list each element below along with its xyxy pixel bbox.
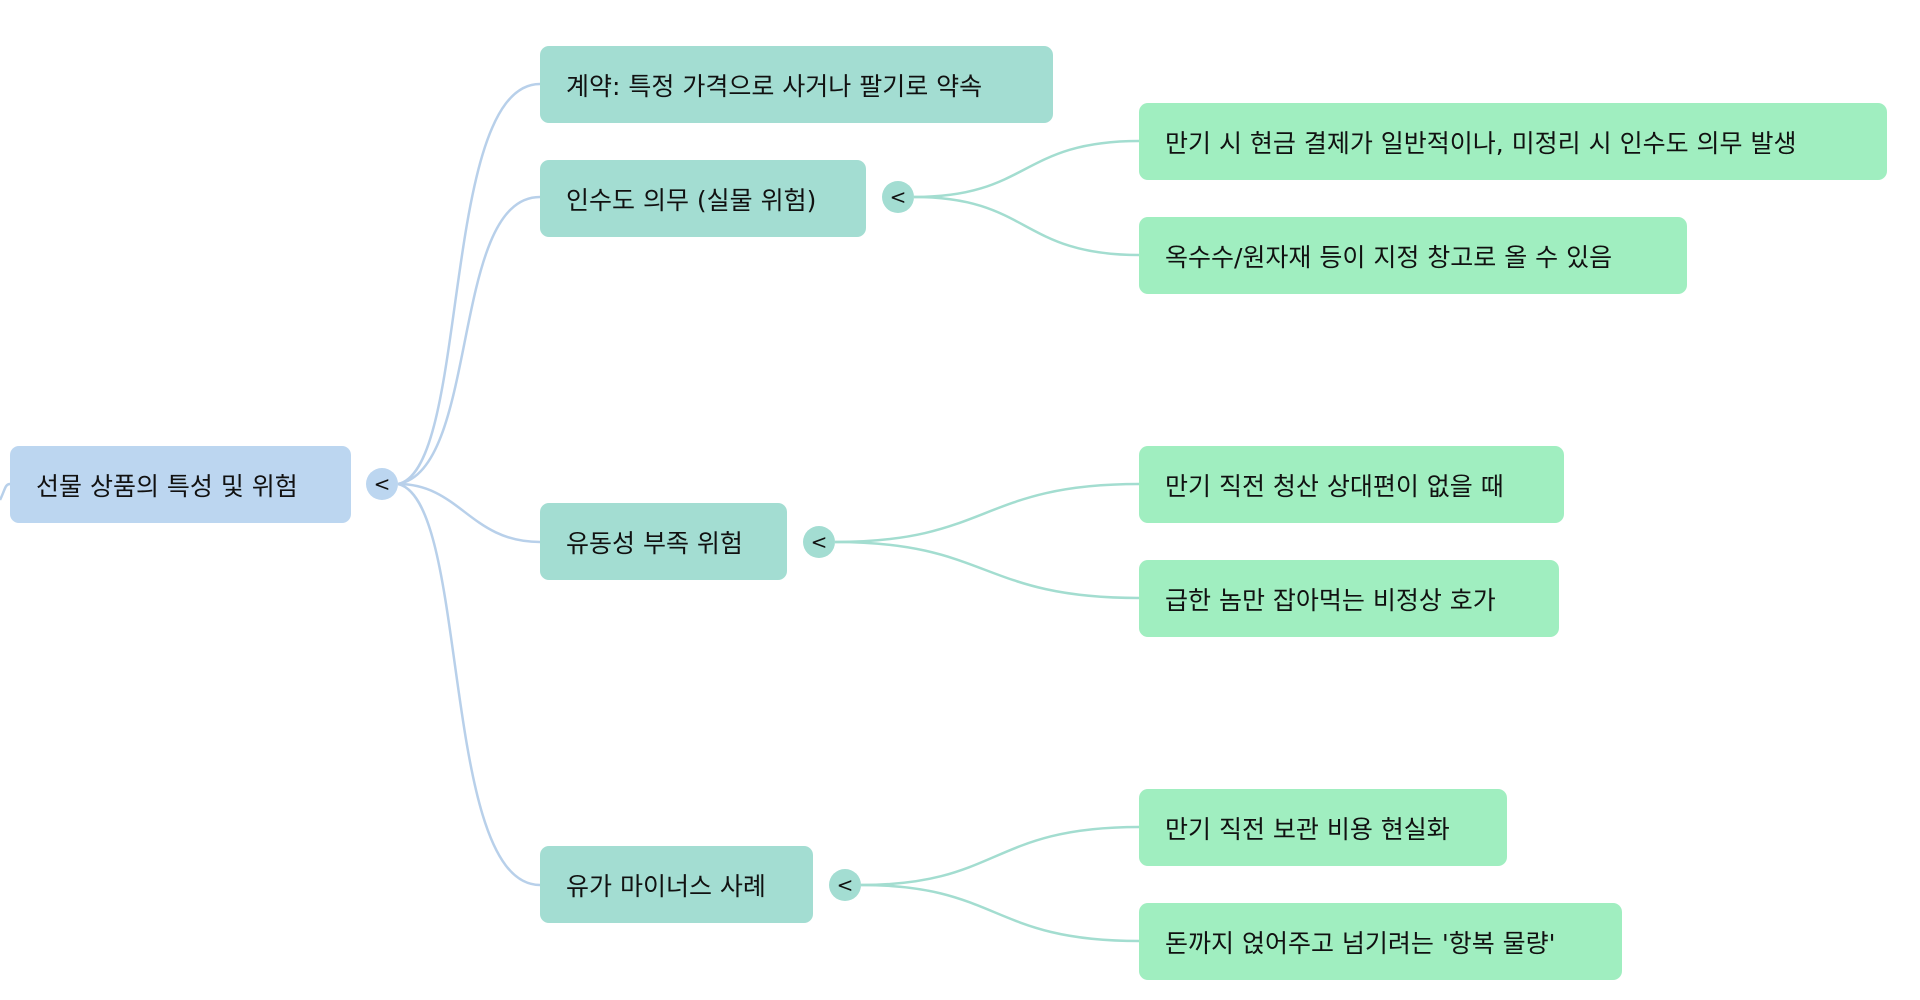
leaf-node[interactable]: 옥수수/원자재 등이 지정 창고로 올 수 있음 — [1139, 217, 1687, 294]
leaf-node[interactable]: 만기 직전 보관 비용 현실화 — [1139, 789, 1507, 866]
leaf-node[interactable]: 만기 시 현금 결제가 일반적이나, 미정리 시 인수도 의무 발생 — [1139, 103, 1887, 180]
link-b2-c2 — [913, 195, 1140, 257]
branch-node-delivery[interactable]: 인수도 의무 (실물 위험) — [540, 160, 866, 237]
root-label: 선물 상품의 특성 및 위험 — [36, 471, 298, 501]
link-root-b3 — [397, 482, 541, 544]
leaf-label: 돈까지 얹어주고 넘기려는 '항복 물량' — [1165, 928, 1556, 958]
link-root-b4 — [397, 482, 541, 887]
root-node[interactable]: 선물 상품의 특성 및 위험 — [10, 446, 351, 523]
link-root-b2 — [397, 195, 541, 486]
branch-label: 계약: 특정 가격으로 사거나 팔기로 약속 — [566, 71, 983, 101]
branch-label: 유가 마이너스 사례 — [566, 871, 766, 901]
branch-collapse-toggle[interactable]: < — [803, 526, 835, 558]
link-b4-c2 — [860, 883, 1140, 943]
leaf-label: 옥수수/원자재 등이 지정 창고로 올 수 있음 — [1165, 242, 1613, 272]
branch-collapse-toggle[interactable]: < — [882, 181, 914, 213]
link-root-parent — [0, 482, 11, 501]
leaf-node[interactable]: 급한 놈만 잡아먹는 비정상 호가 — [1139, 560, 1559, 637]
leaf-node[interactable]: 돈까지 얹어주고 넘기려는 '항복 물량' — [1139, 903, 1622, 980]
leaf-label: 만기 직전 보관 비용 현실화 — [1165, 814, 1450, 844]
root-collapse-toggle[interactable]: < — [366, 468, 398, 500]
leaf-label: 만기 시 현금 결제가 일반적이나, 미정리 시 인수도 의무 발생 — [1165, 128, 1797, 158]
branch-collapse-toggle[interactable]: < — [829, 869, 861, 901]
branch-label: 인수도 의무 (실물 위험) — [566, 185, 817, 215]
link-b4-c1 — [860, 825, 1140, 887]
branch-node-contract[interactable]: 계약: 특정 가격으로 사거나 팔기로 약속 — [540, 46, 1053, 123]
link-b3-c2 — [834, 540, 1140, 600]
branch-node-negative-oil[interactable]: 유가 마이너스 사례 — [540, 846, 813, 923]
leaf-label: 만기 직전 청산 상대편이 없을 때 — [1165, 471, 1504, 501]
branch-node-liquidity[interactable]: 유동성 부족 위험 — [540, 503, 787, 580]
leaf-label: 급한 놈만 잡아먹는 비정상 호가 — [1165, 585, 1496, 615]
branch-label: 유동성 부족 위험 — [566, 528, 743, 558]
leaf-node[interactable]: 만기 직전 청산 상대편이 없을 때 — [1139, 446, 1564, 523]
link-b2-c1 — [913, 139, 1140, 199]
link-b3-c1 — [834, 482, 1140, 544]
link-root-b1 — [397, 82, 541, 486]
